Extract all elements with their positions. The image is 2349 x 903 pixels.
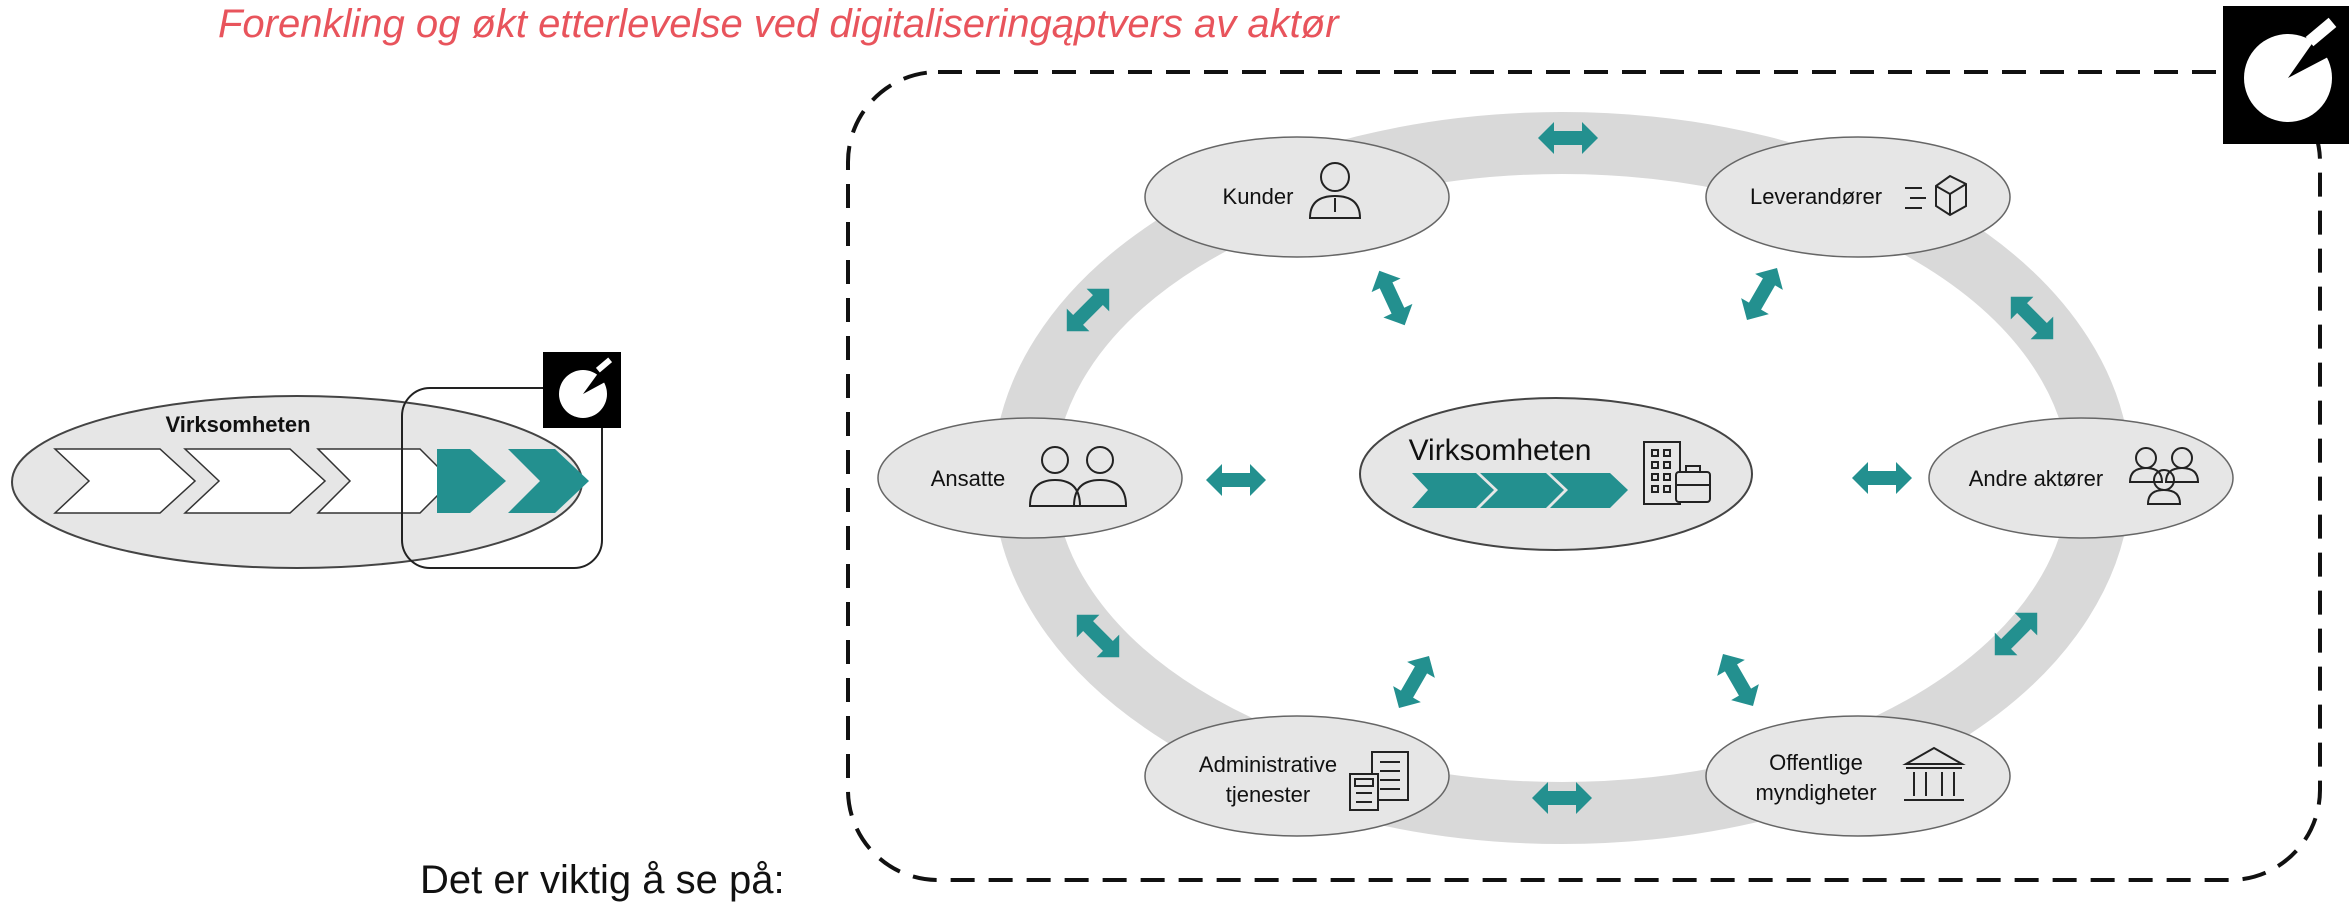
documents-calculator-icon xyxy=(1349,751,1409,811)
chevron-highlight-1 xyxy=(437,449,506,513)
chevron-2 xyxy=(183,448,327,514)
node-kunder: Kunder xyxy=(1144,136,1450,258)
node-label-line1: Administrative xyxy=(1199,752,1337,777)
node-label: Leverandører xyxy=(1750,184,1882,209)
customer-icon xyxy=(1308,162,1362,219)
chevron-1 xyxy=(53,448,197,514)
chevron-3 xyxy=(316,448,454,514)
office-building-icon xyxy=(1643,441,1711,505)
node-label: Ansatte xyxy=(931,466,1006,491)
node-label-line1: Offentlige xyxy=(1769,750,1863,775)
ecosystem-boundary xyxy=(846,70,2322,882)
left-value-chain: Virksomheten xyxy=(11,352,621,569)
node-label-line2: myndigheter xyxy=(1755,780,1876,805)
node-label: Kunder xyxy=(1223,184,1294,209)
node-andre-aktorer: Andre aktører xyxy=(1928,417,2234,539)
left-label: Virksomheten xyxy=(165,412,310,437)
node-label-line2: tjenester xyxy=(1226,782,1310,807)
center-label: Virksomheten xyxy=(1409,434,1592,467)
employees-icon xyxy=(1028,446,1128,507)
node-label: Andre aktører xyxy=(1969,466,2104,491)
node-ansatte: Ansatte xyxy=(877,417,1183,539)
node-offentlige-myndigheter: Offentlige myndigheter xyxy=(1705,715,2011,837)
chevron-highlight-2 xyxy=(508,449,589,513)
stopwatch-icon xyxy=(543,352,621,428)
corner-stopwatch-icon xyxy=(2223,6,2349,144)
node-leverandorer: Leverandører xyxy=(1705,136,2011,258)
people-group-icon xyxy=(2128,447,2200,505)
slide-subtitle: Forenkling og økt etterlevelse ved digit… xyxy=(218,2,1339,46)
footer-text: Det er viktig å se på: xyxy=(420,858,785,902)
package-delivery-icon xyxy=(1905,174,1967,217)
government-building-icon xyxy=(1902,746,1966,801)
focus-frame xyxy=(401,387,603,569)
node-administrative-tjenester: Administrative tjenester xyxy=(1144,715,1450,837)
center-node-virksomheten: Virksomheten xyxy=(1359,397,1753,551)
